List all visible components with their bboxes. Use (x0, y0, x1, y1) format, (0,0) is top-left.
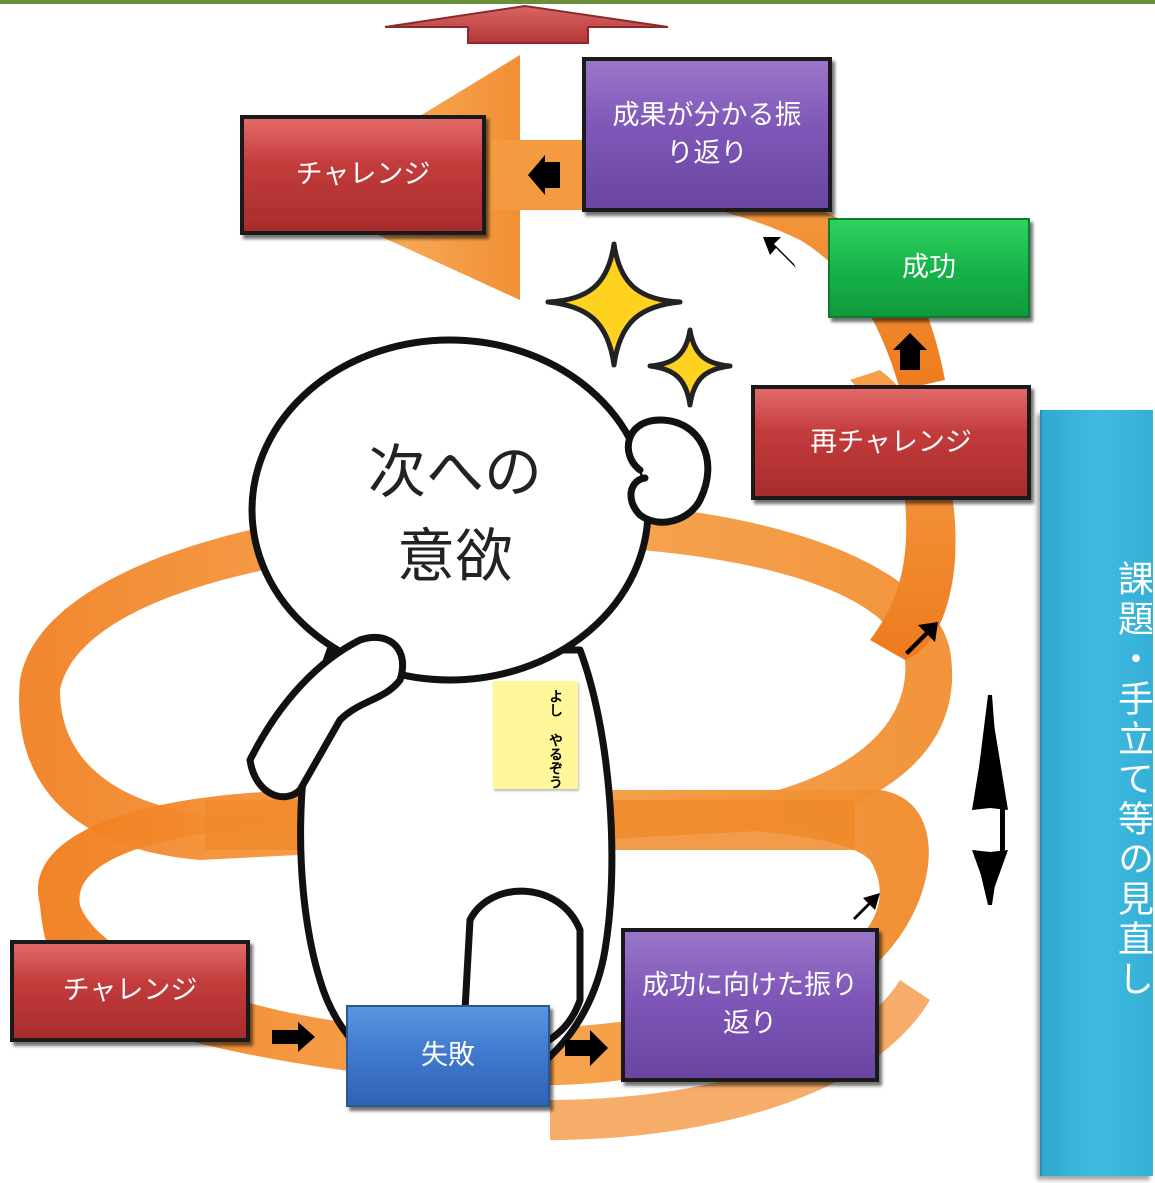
sticky-note: よし やるぞう (493, 681, 578, 789)
center-motivation-text: 次への 意欲 (330, 430, 580, 598)
box-reflection-toward-success-label: 成功に向けた振り返り (642, 970, 858, 1039)
box-reflection-result-label: 成果が分かる振り返り (612, 99, 802, 169)
center-line-2: 意欲 (396, 522, 513, 591)
box-rechallenge: 再チャレンジ (751, 385, 1031, 500)
sparkle-icon (545, 241, 733, 408)
box-failure: 失敗 (346, 1005, 550, 1107)
upward-arrow-icon (384, 4, 669, 44)
double-arrow-icon (972, 695, 1008, 905)
box-challenge-top: チャレンジ (240, 115, 486, 235)
box-challenge-bottom: チャレンジ (10, 940, 250, 1042)
box-reflection-result: 成果が分かる振り返り (582, 57, 832, 212)
top-border-line (0, 0, 1155, 4)
box-rechallenge-label: 再チャレンジ (810, 426, 972, 458)
sticky-note-text: よし やるぞう (547, 689, 563, 789)
box-success-label: 成功 (902, 252, 956, 284)
box-reflection-toward-success: 成功に向けた振り返り (621, 928, 879, 1082)
box-failure-label: 失敗 (421, 1040, 475, 1072)
review-side-bar: 課題・手立て等の見直し (1040, 410, 1153, 1176)
step-arrow-icon (272, 155, 938, 1066)
box-challenge-bottom-label: チャレンジ (62, 975, 198, 1007)
box-challenge-top-label: チャレンジ (295, 159, 431, 191)
review-side-bar-text: 課題・手立て等の見直し (1112, 560, 1153, 1000)
box-success: 成功 (828, 218, 1030, 318)
center-line-1: 次への (367, 438, 542, 506)
